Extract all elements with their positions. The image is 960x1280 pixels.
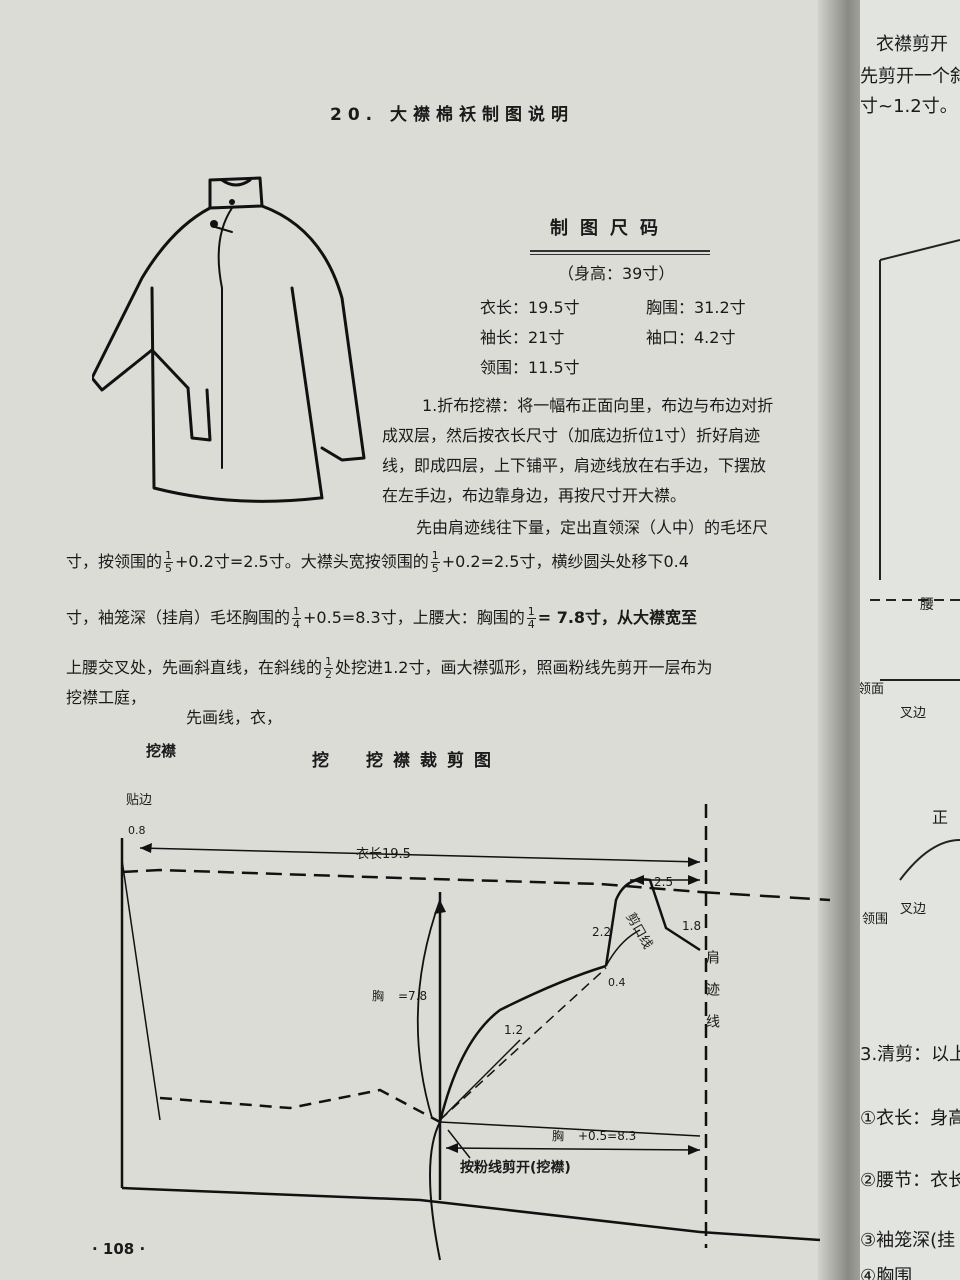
spec-cuff: 袖口：4.2寸 — [646, 328, 736, 347]
rp-caption-1: 领面 — [860, 682, 885, 697]
rp-diagram — [870, 239, 960, 881]
page-title: 20. 大襟棉袄制图说明 — [330, 105, 575, 125]
text-line-8a: 上腰交叉处，先画斜直线，在斜线的 — [66, 658, 323, 677]
rp-section-2: ①衣长：身高 — [860, 1108, 960, 1129]
text-line-7c: = 7.8寸，从大襟宽至 — [537, 608, 698, 627]
side-label: 挖襟 — [146, 742, 176, 760]
rp-section-4: ③袖笼深(挂 — [860, 1230, 956, 1251]
chest-label: 胸 — [372, 988, 384, 1003]
spec-sleeve: 袖长：21寸 — [480, 328, 565, 347]
shoulder-label: 肩迹线 — [704, 950, 720, 1046]
dim-0-4: 0.4 — [608, 976, 626, 989]
text-line-10: 先画线，衣， — [186, 708, 283, 727]
text-line-6c: +0.2=2.5寸，横纱圆头处移下0.4 — [441, 552, 689, 571]
text-line-8b: 处挖进1.2寸，画大襟弧形，照画粉线先剪开一层布为 — [335, 658, 713, 677]
rp-line-3: 寸~1.2寸。 — [860, 96, 958, 117]
spec-rule — [530, 250, 710, 255]
cut-label: 按粉线剪开(挖襟) — [460, 1159, 571, 1176]
rp-section-1: 3.清剪：以上 — [860, 1044, 960, 1065]
rp-caption-2: 叉边 — [900, 706, 927, 721]
rp-section-5: ④胸围 — [860, 1266, 913, 1280]
placket-curve — [438, 964, 607, 1123]
text-line-7a: 寸，袖笼深（挂肩）毛坯胸围的 — [66, 608, 291, 627]
rp-caption-3: 正 — [932, 808, 949, 827]
text-line-3: 线，即成四层，上下铺平，肩迹线放在右手边，下摆放 — [382, 456, 767, 475]
hem-label: 贴边 — [126, 793, 152, 808]
hem-slant — [121, 859, 161, 1121]
text-line-9: 挖襟工庭， — [66, 688, 147, 707]
dim-1-2: 1.2 — [504, 1023, 523, 1037]
rp-caption-4: 领围 — [862, 912, 889, 927]
text-line-4: 在左手边，布边靠身边，再按尺寸开大襟。 — [382, 486, 687, 505]
text-line-1: 1.折布挖襟：将一幅布正面向里，布边与布边对折 — [422, 396, 774, 415]
neck-label: 剪口线 — [623, 910, 656, 952]
spec-chest: 胸围：31.2寸 — [646, 298, 746, 317]
book-gutter — [818, 0, 868, 1280]
caption-left: 挖 — [312, 750, 329, 771]
rp-section-3: ②腰节：衣长 — [860, 1170, 960, 1191]
page-number: · 108 · — [92, 1240, 146, 1258]
adjacent-page: 衣襟剪开 先剪开一个斜直 寸~1.2寸。 领面 叉边 正 领围 叉边 腰 3.清… — [860, 0, 960, 1280]
spec-title: 制图尺码 — [550, 218, 670, 239]
jacket-illustration — [92, 176, 366, 503]
dim-2-2: 2.2 — [592, 925, 611, 939]
text-line-6b: +0.2寸=2.5寸。大襟头宽按领围的 — [175, 552, 429, 571]
text-line-2: 成双层，然后按衣长尺寸（加底边折位1寸）折好肩迹 — [382, 426, 761, 445]
text-line-6a: 寸，按领围的 — [66, 552, 163, 571]
rp-line-2: 先剪开一个斜直 — [860, 66, 960, 87]
dim-2-5: 2.5 — [654, 875, 673, 889]
rp-caption-5: 叉边 — [900, 902, 927, 917]
spec-neck: 领围：11.5寸 — [480, 358, 580, 377]
diagram-caption: 挖襟裁剪图 — [366, 750, 501, 771]
bottom-line — [121, 1186, 701, 1234]
length-label: 衣长19.5 — [356, 846, 411, 862]
text-line-5: 先由肩迹线往下量，定出直领深（人中）的毛坯尺 — [416, 518, 769, 537]
spec-length: 衣长：19.5寸 — [480, 298, 580, 317]
rp-line-1: 衣襟剪开 — [876, 34, 948, 55]
bottom-chest-value: +0.5=8.3 — [578, 1129, 636, 1143]
top-dashed-extension — [699, 890, 831, 902]
text-line-7b: +0.5=8.3寸，上腰大：胸围的 — [303, 608, 525, 627]
spec-height: （身高：39寸） — [558, 264, 675, 283]
rp-caption-6: 腰 — [920, 597, 934, 613]
bottom-chest-label: 胸 — [552, 1128, 564, 1143]
measurement-spec: 制图尺码 （身高：39寸） 衣长：19.5寸 胸围：31.2寸 袖长：21寸 袖… — [470, 182, 800, 382]
hem-value: 0.8 — [128, 824, 146, 837]
dim-1-8: 1.8 — [682, 919, 701, 933]
top-dashed-line — [121, 868, 701, 894]
cutting-diagram: 挖襟 挖 挖襟裁剪图 贴边 0.8 衣长19.5 2.5 2.2 1.8 0.4… — [120, 742, 831, 1261]
chest-value: =7.8 — [398, 989, 427, 1003]
